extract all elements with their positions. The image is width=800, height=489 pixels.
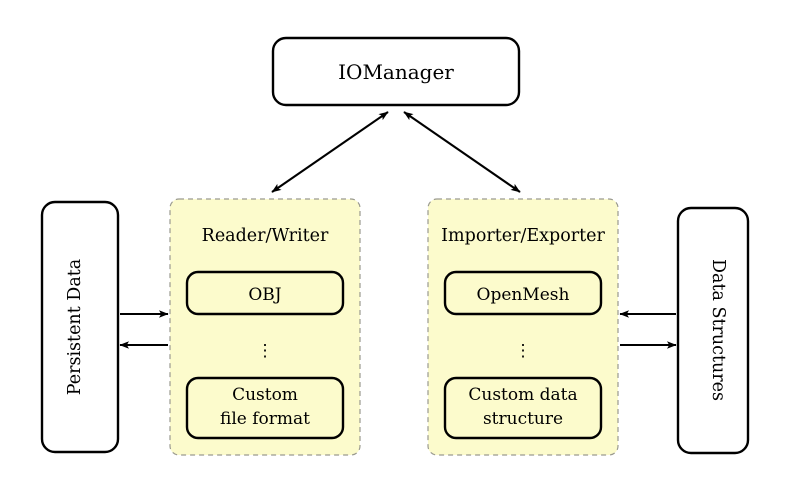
node-openmesh[interactable]: OpenMesh bbox=[443, 270, 603, 316]
connector-manager-importer-exporter bbox=[403, 111, 521, 193]
reader-writer-ellipsis-icon: ⋮ bbox=[257, 341, 274, 361]
group-reader-writer-label: Reader/Writer bbox=[202, 226, 329, 246]
node-custom-data-structure-label-line2: structure bbox=[483, 409, 563, 429]
node-data-structures[interactable]: Data Structures bbox=[676, 206, 750, 455]
node-persistent-data-label: Persistent Data bbox=[65, 259, 85, 395]
node-persistent-data[interactable]: Persistent Data bbox=[40, 200, 120, 454]
node-iomanager-shape bbox=[271, 36, 521, 107]
importer-exporter-ellipsis-icon: ⋮ bbox=[515, 341, 532, 361]
node-obj-label: OBJ bbox=[248, 285, 281, 305]
node-custom-file-format-label-line1: Custom bbox=[232, 385, 298, 405]
connector-manager-reader-writer bbox=[271, 111, 389, 193]
group-importer-exporter-label: Importer/Exporter bbox=[441, 226, 605, 246]
node-iomanager-label: IOManager bbox=[338, 60, 454, 84]
node-data-structures-shape bbox=[676, 206, 750, 455]
node-data-structures-label: Data Structures bbox=[708, 259, 728, 401]
node-openmesh-label: OpenMesh bbox=[477, 285, 570, 305]
node-custom-file-format-shape bbox=[185, 376, 345, 440]
node-persistent-data-shape bbox=[40, 200, 120, 454]
node-openmesh-shape bbox=[443, 270, 603, 316]
group-importer-exporter[interactable]: Importer/Exporter OpenMesh ⋮ Custom data… bbox=[427, 198, 619, 456]
node-custom-data-structure[interactable]: Custom data structure bbox=[443, 376, 603, 440]
node-obj-shape bbox=[185, 270, 345, 316]
node-iomanager[interactable]: IOManager bbox=[271, 36, 521, 107]
node-obj[interactable]: OBJ bbox=[185, 270, 345, 316]
group-reader-writer[interactable]: Reader/Writer OBJ ⋮ Custom file format bbox=[169, 198, 361, 456]
node-custom-file-format-label-line2: file format bbox=[220, 409, 310, 429]
node-custom-data-structure-label-line1: Custom data bbox=[468, 385, 577, 405]
node-custom-data-structure-shape bbox=[443, 376, 603, 440]
node-custom-file-format[interactable]: Custom file format bbox=[185, 376, 345, 440]
